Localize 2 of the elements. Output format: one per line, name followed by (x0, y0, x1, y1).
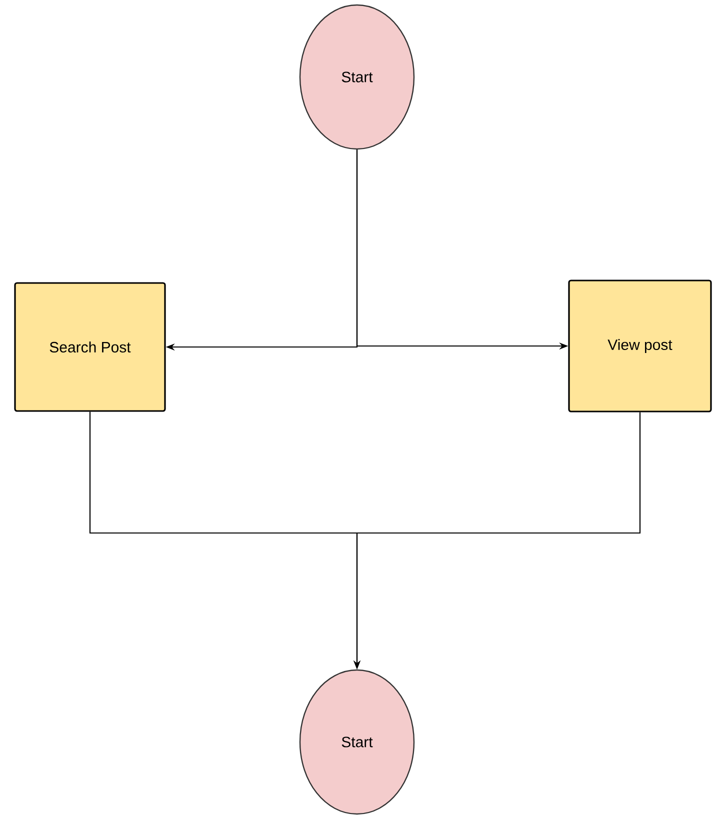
process-box: Search Post (14, 282, 166, 412)
process-box: View post (568, 280, 712, 412)
